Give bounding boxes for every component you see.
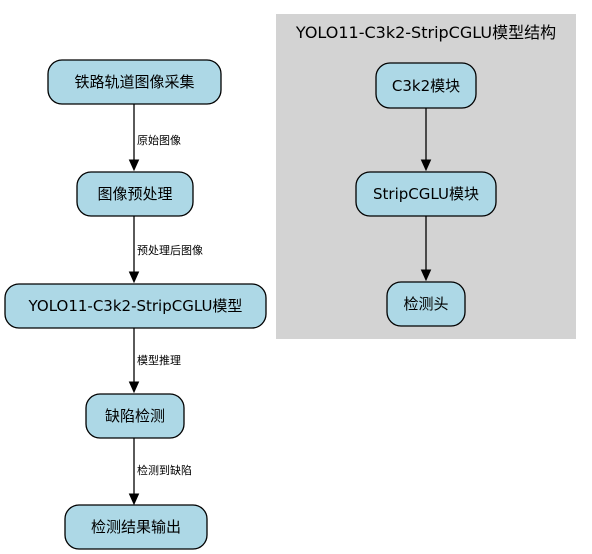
pipeline-edge-2: 预处理后图像 bbox=[128, 216, 203, 284]
pipeline-edge-4: 检测到缺陷 bbox=[128, 438, 192, 506]
node-label: 图像预处理 bbox=[97, 185, 172, 203]
edge-label-preprocessed-image: 预处理后图像 bbox=[137, 244, 203, 257]
cluster-title: YOLO11-C3k2-StripCGLU模型结构 bbox=[295, 23, 556, 42]
node-label: 检测头 bbox=[403, 295, 448, 313]
node-image-preprocessing: 图像预处理 bbox=[76, 171, 194, 217]
edge-label-defect-detected: 检测到缺陷 bbox=[137, 463, 192, 477]
node-label: 缺陷检测 bbox=[105, 407, 165, 425]
node-label: StripCGLU模块 bbox=[373, 185, 479, 203]
node-label: 铁路轨道图像采集 bbox=[74, 73, 194, 91]
structure-edge-2 bbox=[420, 216, 432, 282]
node-detection-head: 检测头 bbox=[386, 281, 466, 327]
node-result-output: 检测结果输出 bbox=[64, 504, 208, 550]
pipeline-edge-1: 原始图像 bbox=[128, 104, 181, 172]
node-label: YOLO11-C3k2-StripCGLU模型 bbox=[28, 297, 243, 315]
node-image-acquisition: 铁路轨道图像采集 bbox=[47, 59, 222, 105]
node-yolo-model: YOLO11-C3k2-StripCGLU模型 bbox=[4, 283, 267, 329]
node-defect-detection: 缺陷检测 bbox=[85, 393, 185, 439]
node-label: C3k2模块 bbox=[392, 77, 460, 95]
node-label: 检测结果输出 bbox=[91, 518, 181, 536]
node-c3k2-module: C3k2模块 bbox=[375, 62, 477, 109]
edge-label-model-inference: 模型推理 bbox=[137, 353, 181, 367]
edge-label-original-image: 原始图像 bbox=[137, 133, 181, 147]
node-stripcglu-module: StripCGLU模块 bbox=[355, 171, 497, 217]
pipeline-edge-3: 模型推理 bbox=[128, 328, 181, 394]
structure-edge-1 bbox=[420, 108, 432, 172]
